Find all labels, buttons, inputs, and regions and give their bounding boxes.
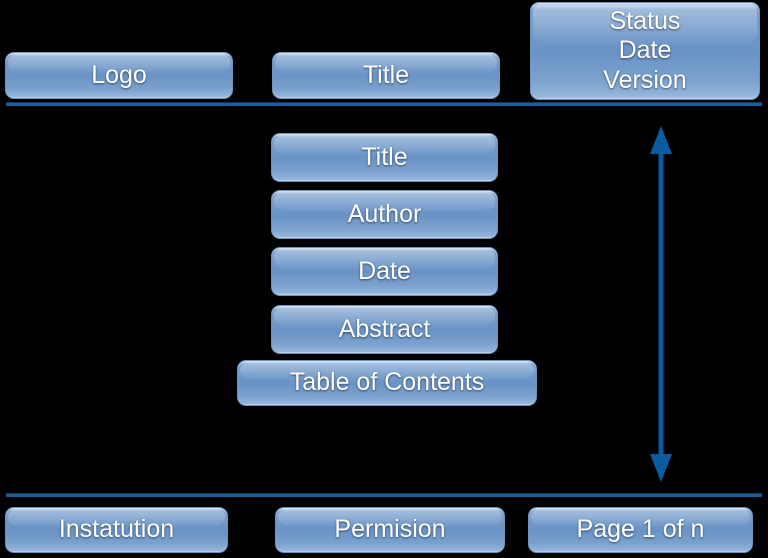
header-title-label: Title	[362, 60, 410, 89]
header-divider-rule	[6, 102, 762, 106]
footer-page-number-box[interactable]: Page 1 of n	[528, 507, 753, 553]
footer-page-number-label: Page 1 of n	[576, 515, 705, 544]
footer-institution-box[interactable]: Instatution	[5, 507, 228, 553]
header-logo-box[interactable]: Logo	[5, 52, 233, 99]
body-block-abstract-label: Abstract	[338, 314, 431, 343]
body-block-title-label: Title	[361, 142, 408, 171]
footer-permission-label: Permision	[334, 515, 446, 544]
double-headed-vertical-arrow-icon	[640, 124, 684, 484]
header-date-line: Date	[618, 36, 672, 65]
body-block-table-of-contents[interactable]: Table of Contents	[237, 360, 537, 406]
body-block-author[interactable]: Author	[271, 190, 498, 239]
header-logo-label: Logo	[91, 60, 147, 89]
footer-permission-box[interactable]: Permision	[275, 507, 505, 553]
header-version-line: Version	[603, 65, 687, 94]
body-block-author-label: Author	[347, 199, 422, 228]
footer-divider-rule	[6, 493, 762, 497]
header-title-box[interactable]: Title	[272, 52, 500, 99]
body-block-abstract[interactable]: Abstract	[271, 305, 498, 354]
body-block-toc-label: Table of Contents	[289, 368, 485, 397]
body-block-date[interactable]: Date	[271, 247, 498, 296]
header-status-box[interactable]: Status Date Version	[530, 2, 760, 100]
body-block-date-label: Date	[358, 256, 411, 285]
footer-institution-label: Instatution	[58, 515, 175, 544]
body-block-title[interactable]: Title	[271, 133, 498, 182]
header-status-line: Status	[609, 6, 681, 35]
